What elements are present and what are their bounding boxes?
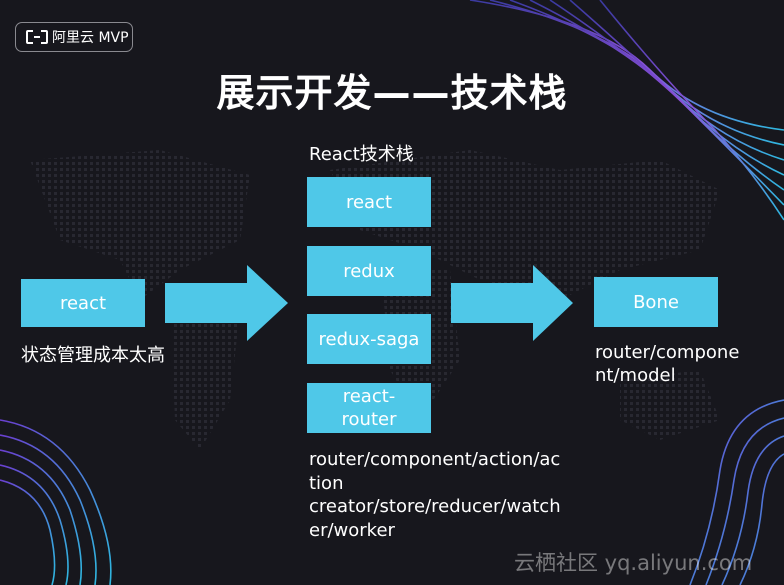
stack-box-redux-saga: redux-saga [307,314,431,364]
stack-box-react-label: react [345,191,393,213]
stack-box-redux-saga-label: redux-saga [318,328,420,350]
react-stack-heading: React技术栈 [309,144,414,165]
right-caption: router/compone nt/model [595,342,740,386]
bottom-left-waves [0,419,112,585]
react-box-label: react [59,292,107,314]
middle-caption: router/component/action/ac tion creator/… [309,449,561,541]
bone-box: Bone [594,277,718,327]
slide-title: 展示开发——技术栈 [216,71,568,115]
bottom-right-waves [689,399,784,585]
badge-text: 阿里云 MVP [52,30,129,46]
left-caption: 状态管理成本太高 [21,345,165,366]
stack-box-react-router-label: react- router [341,386,397,430]
aliyun-mvp-badge: 阿里云 MVP [15,22,133,52]
top-right-waves [469,0,784,221]
arrow-right-1 [165,265,288,341]
stack-box-react: react [307,177,431,227]
stack-box-redux: redux [307,246,431,296]
bone-box-label: Bone [633,291,679,313]
react-box: react [21,279,145,327]
arrow-right-2 [451,265,573,341]
aliyun-logo-icon [26,30,48,44]
stack-box-redux-label: redux [343,260,395,282]
watermark: 云栖社区 yq.aliyun.com [514,551,753,575]
stack-box-react-router: react- router [307,383,431,433]
